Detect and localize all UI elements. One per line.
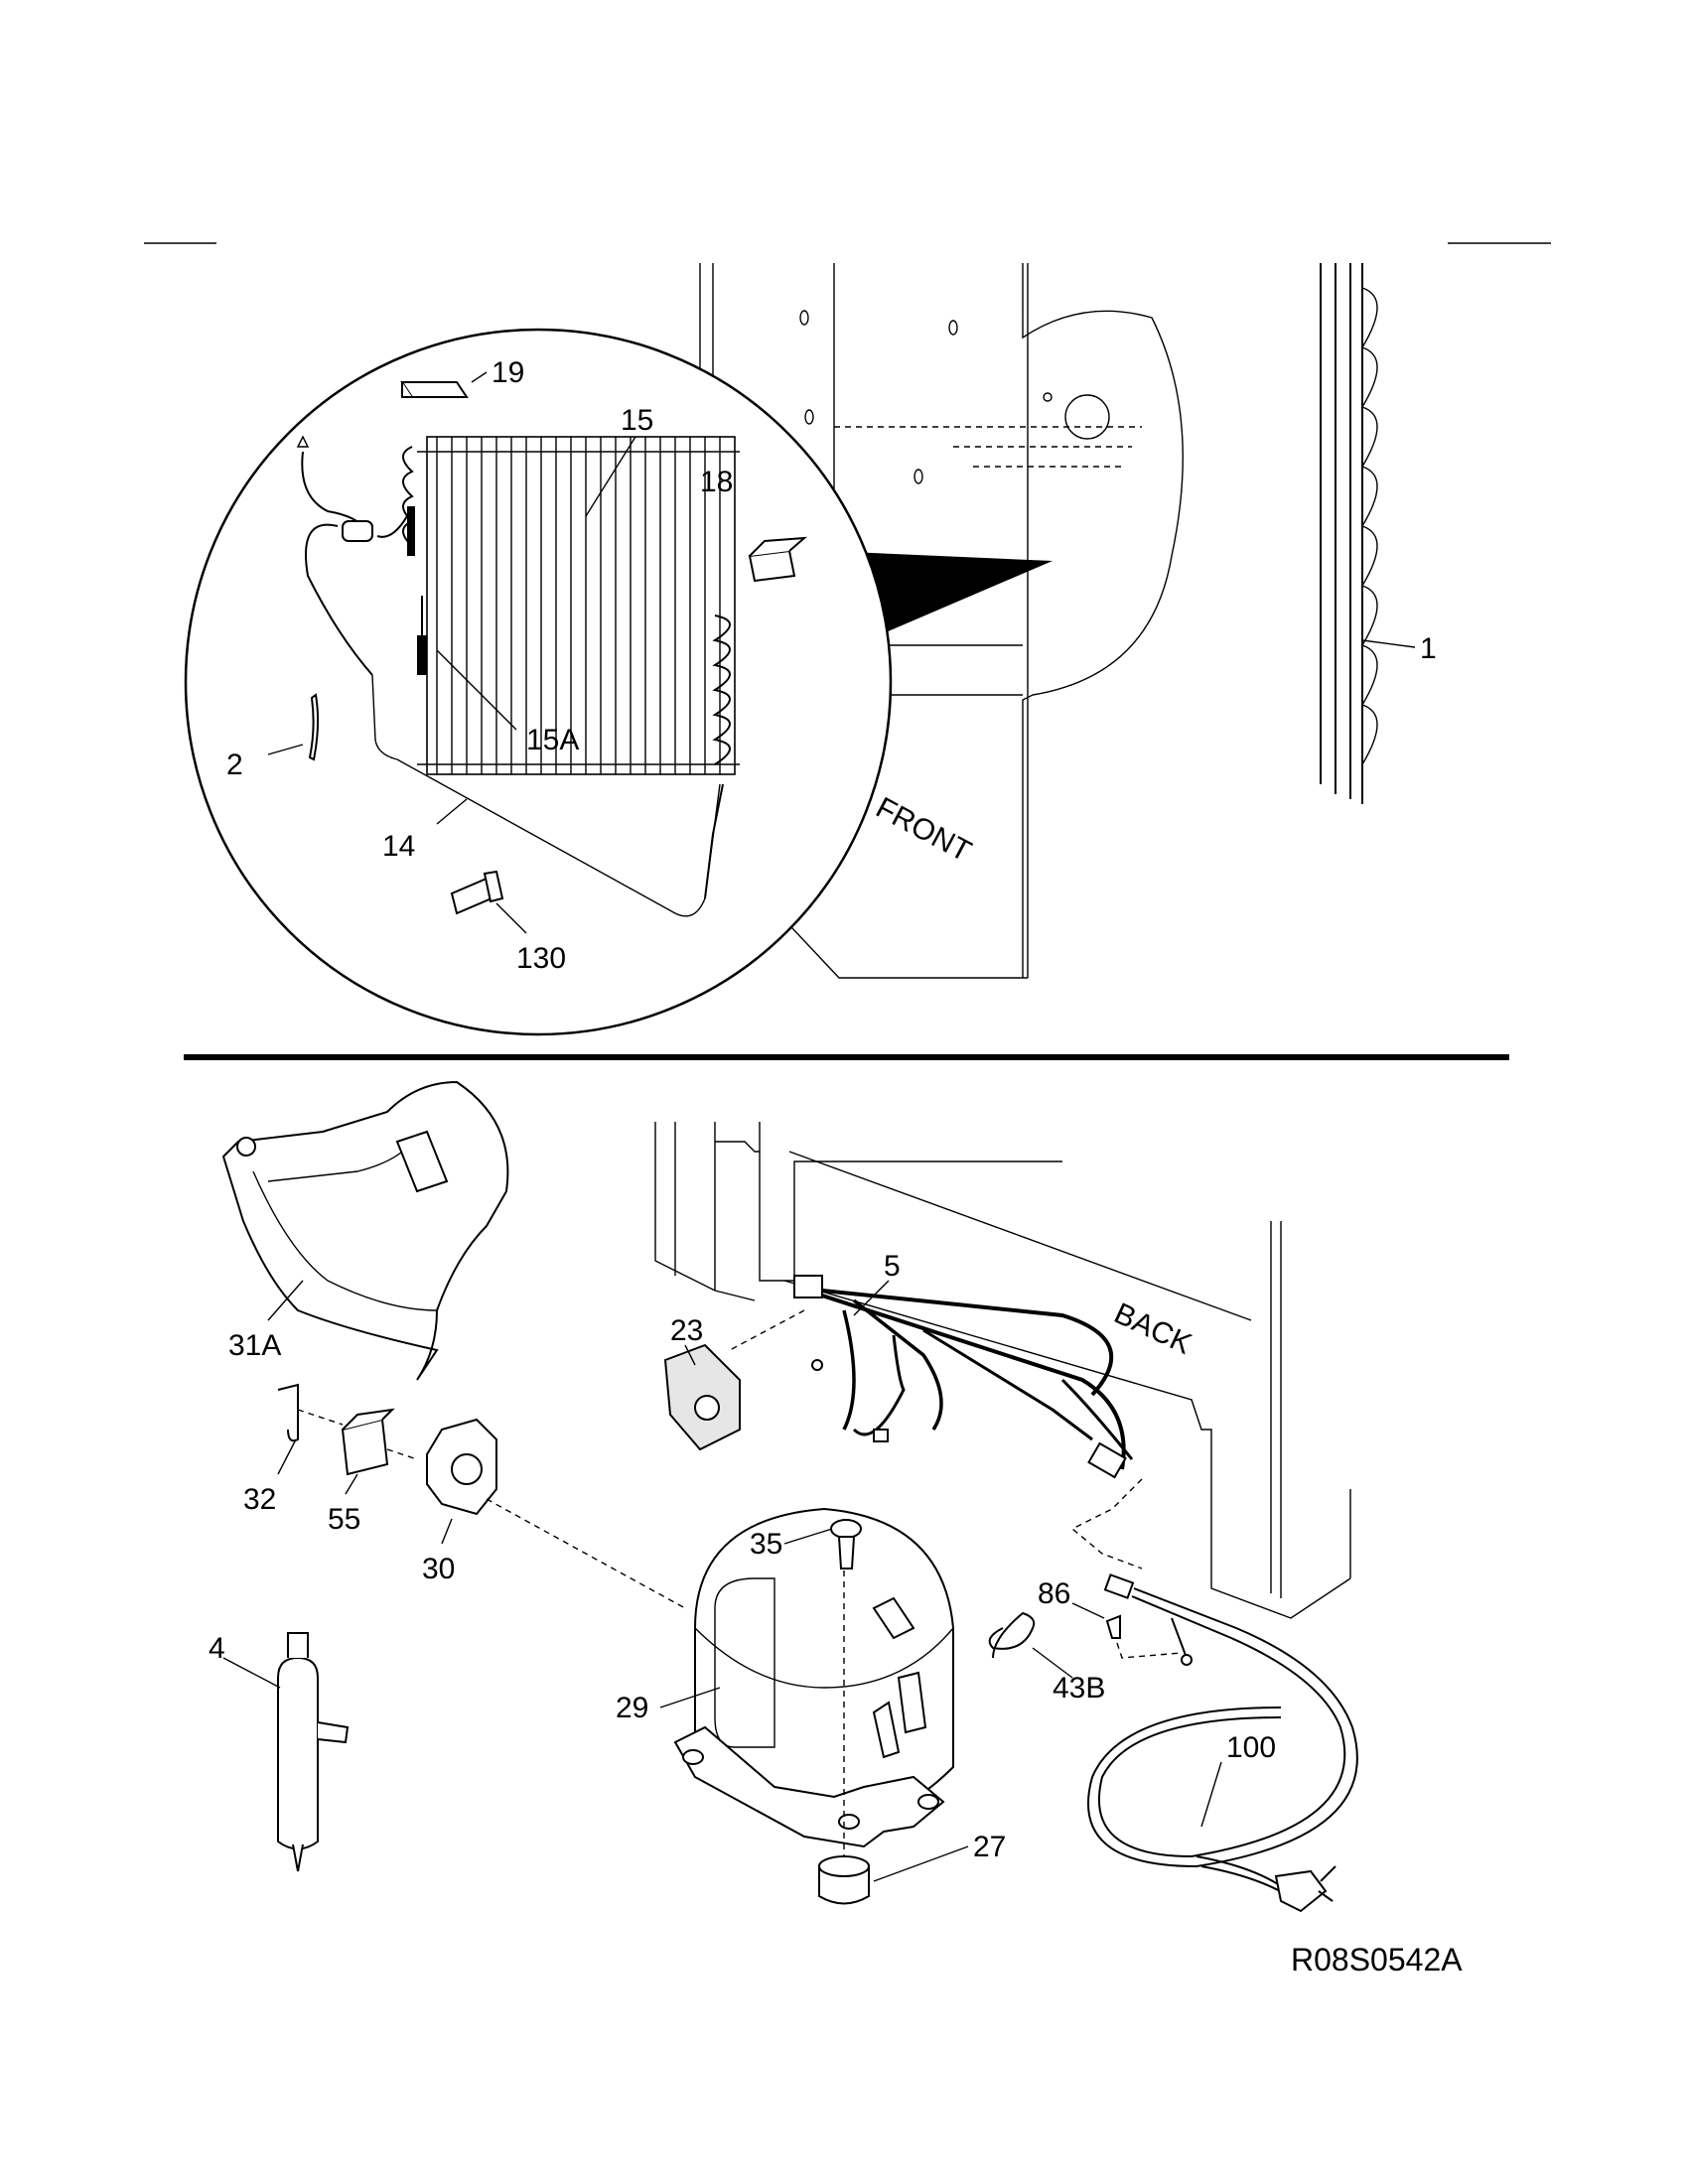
back-label: BACK [1109,1297,1196,1360]
wire-harness [729,1275,1143,1570]
section-divider [184,1054,1509,1060]
overload-protector [426,1418,686,1609]
part-label-19: 19 [492,356,524,389]
drawing-code: R08S0542A [1291,1942,1463,1978]
part-label-1: 1 [1420,632,1437,665]
part-label-31a: 31A [228,1329,281,1362]
defrost-timer [663,1343,741,1451]
part-label-2: 2 [226,749,243,781]
clip-32 [277,1383,299,1442]
part-label-18: 18 [700,466,733,498]
part-label-29: 29 [616,1692,648,1724]
filter-drier [277,1632,350,1872]
drain-pan [221,1080,509,1381]
part-label-32: 32 [243,1483,276,1516]
relay [341,1408,395,1476]
front-label: FRONT [871,791,977,869]
part-label-27: 27 [973,1831,1006,1863]
part-label-23: 23 [670,1314,703,1347]
clip-43b [988,1611,1036,1659]
part-label-35: 35 [750,1528,782,1561]
compressor [673,1507,954,1876]
part-label-130: 130 [516,942,566,975]
screw-86 [1105,1614,1121,1639]
part-label-30: 30 [422,1553,455,1585]
part-label-15: 15 [621,404,653,437]
bolt-35 [830,1519,862,1570]
grommet [818,1855,870,1905]
evaporator-detail-circle [184,328,893,1036]
part-label-86: 86 [1038,1577,1070,1610]
cabinet-bottom-view [654,1122,1351,1619]
part-label-100: 100 [1226,1731,1276,1764]
leader-lines [222,1280,1222,1882]
part-label-15a: 15A [526,724,579,756]
part-label-43b: 43B [1053,1672,1105,1705]
part-label-14: 14 [382,830,415,863]
part-label-4: 4 [209,1632,225,1665]
part-label-55: 55 [328,1503,360,1536]
power-cord [1087,1573,1358,1913]
part-label-5: 5 [884,1250,901,1283]
